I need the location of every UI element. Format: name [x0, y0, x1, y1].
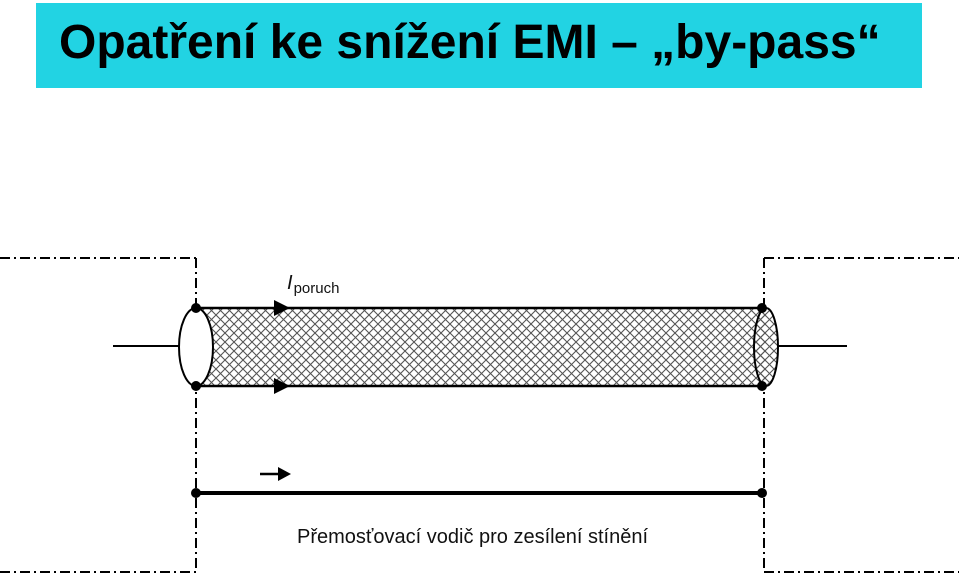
cable-shield — [178, 306, 779, 388]
right-enclosure-boundary — [763, 257, 959, 573]
current-arrow-bottom-icon — [274, 378, 290, 394]
shield-connection-dots — [191, 303, 767, 391]
bypass-arrow-icon — [260, 467, 291, 481]
title-bar: Opatření ke snížení EMI – „by-pass“ — [36, 3, 922, 88]
left-enclosure-boundary — [0, 257, 197, 573]
current-label: Iporuch — [287, 272, 339, 297]
current-arrow-top-icon — [274, 300, 290, 316]
slide-title: Opatření ke snížení EMI – „by-pass“ — [59, 16, 881, 69]
bypass-caption: Přemosťovací vodič pro zesílení stínění — [297, 526, 648, 548]
bypass-right-dot — [757, 488, 767, 498]
bypass-left-dot — [191, 488, 201, 498]
